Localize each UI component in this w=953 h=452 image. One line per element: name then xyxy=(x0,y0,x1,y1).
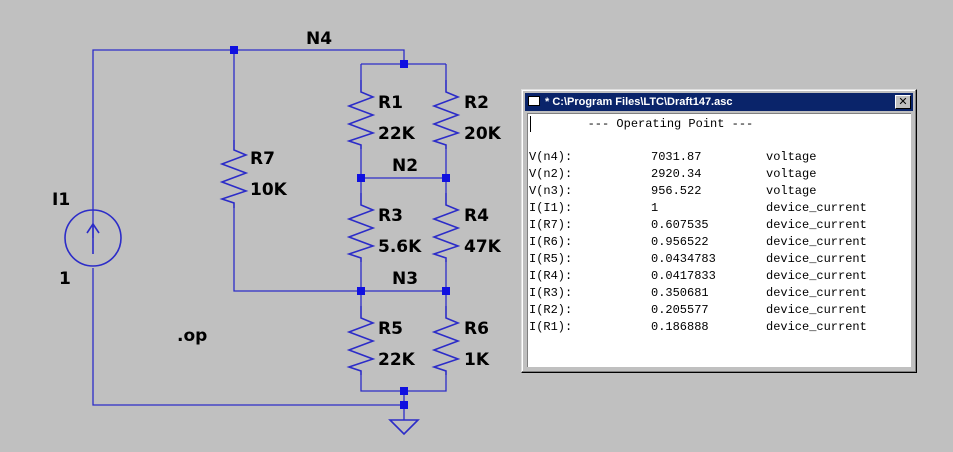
result-name: I(R5): xyxy=(529,252,573,266)
wire xyxy=(92,49,405,238)
i1-name: I1 xyxy=(52,190,70,210)
junction-dot xyxy=(357,287,365,295)
result-name: V(n3): xyxy=(529,184,573,198)
r2-name: R2 xyxy=(464,93,489,113)
resistor-r3[interactable] xyxy=(346,193,376,262)
results-header: --- Operating Point --- xyxy=(528,117,754,131)
result-name: I(R2): xyxy=(529,303,573,317)
text-caret xyxy=(530,116,531,132)
r2-value: 20K xyxy=(464,124,502,144)
junction-dots xyxy=(230,46,450,409)
r7-name: R7 xyxy=(250,149,275,169)
i1-value: 1 xyxy=(59,269,71,289)
result-value: 2920.34 xyxy=(651,167,702,181)
result-value: 0.186888 xyxy=(651,320,709,334)
spice-directive[interactable]: .op xyxy=(177,326,207,346)
resistor-r6[interactable] xyxy=(431,306,461,375)
window-icon xyxy=(528,96,540,106)
r3-value: 5.6K xyxy=(378,237,422,257)
window-title: * C:\Program Files\LTC\Draft147.asc xyxy=(545,96,733,108)
r3-name: R3 xyxy=(378,206,403,226)
results-header-text: --- Operating Point --- xyxy=(587,117,754,131)
result-name: I(R3): xyxy=(529,286,573,300)
result-unit: device_current xyxy=(766,269,867,283)
result-value: 7031.87 xyxy=(651,150,702,164)
junction-dot xyxy=(442,174,450,182)
result-value: 956.522 xyxy=(651,184,702,198)
result-value: 0.205577 xyxy=(651,303,709,317)
result-name: I(R4): xyxy=(529,269,573,283)
resistor-r5[interactable] xyxy=(346,306,376,375)
result-unit: device_current xyxy=(766,303,867,317)
close-button[interactable]: ✕ xyxy=(895,95,911,109)
window-title-bar[interactable]: * C:\Program Files\LTC\Draft147.asc ✕ xyxy=(525,93,913,111)
net-label-n3[interactable]: N3 xyxy=(392,269,418,289)
result-unit: device_current xyxy=(766,201,867,215)
result-unit: voltage xyxy=(766,150,817,164)
junction-dot xyxy=(357,174,365,182)
net-label-n2[interactable]: N2 xyxy=(392,156,418,176)
r1-name: R1 xyxy=(378,93,403,113)
resistor-r1[interactable] xyxy=(346,80,376,149)
result-unit: device_current xyxy=(766,252,867,266)
net-label-n4[interactable]: N4 xyxy=(306,29,332,49)
junction-dot xyxy=(400,60,408,68)
result-value: 0.0417833 xyxy=(651,269,716,283)
result-value: 0.0434783 xyxy=(651,252,716,266)
operating-point-window[interactable]: * C:\Program Files\LTC\Draft147.asc ✕ --… xyxy=(521,89,917,373)
arrow-up-icon xyxy=(86,222,100,254)
result-unit: device_current xyxy=(766,320,867,334)
r5-value: 22K xyxy=(378,350,416,370)
wire xyxy=(233,208,361,292)
ground-icon[interactable] xyxy=(388,419,420,436)
result-unit: voltage xyxy=(766,184,817,198)
r5-name: R5 xyxy=(378,319,403,339)
resistor-r4[interactable] xyxy=(431,193,461,262)
r4-name: R4 xyxy=(464,206,489,226)
r4-value: 47K xyxy=(464,237,502,257)
current-source-circle-icon xyxy=(64,209,122,267)
result-value: 0.607535 xyxy=(651,218,709,232)
wire xyxy=(92,268,404,406)
resistor-r7[interactable] xyxy=(219,140,249,208)
junction-dot xyxy=(230,46,238,54)
r6-name: R6 xyxy=(464,319,489,339)
result-value: 1 xyxy=(651,201,659,215)
r7-value: 10K xyxy=(250,180,288,200)
results-text-area[interactable]: --- Operating Point --- V(n4): 7031.87 vol… xyxy=(527,113,911,367)
current-source-i1[interactable] xyxy=(64,209,122,267)
junction-dot xyxy=(400,401,408,409)
result-name: I(R1): xyxy=(529,320,573,334)
r6-value: 1K xyxy=(464,350,490,370)
junction-dot xyxy=(442,287,450,295)
result-name: I(R7): xyxy=(529,218,573,232)
r1-value: 22K xyxy=(378,124,416,144)
result-value: 0.956522 xyxy=(651,235,709,249)
result-value: 0.350681 xyxy=(651,286,709,300)
result-name: V(n2): xyxy=(529,167,573,181)
result-unit: device_current xyxy=(766,286,867,300)
junction-dot xyxy=(400,387,408,395)
result-name: V(n4): xyxy=(529,150,573,164)
close-icon: ✕ xyxy=(898,95,908,108)
result-unit: device_current xyxy=(766,218,867,232)
result-name: I(I1): xyxy=(529,201,573,215)
result-name: I(R6): xyxy=(529,235,573,249)
result-unit: device_current xyxy=(766,235,867,249)
result-unit: voltage xyxy=(766,167,817,181)
resistor-r2[interactable] xyxy=(431,80,461,149)
